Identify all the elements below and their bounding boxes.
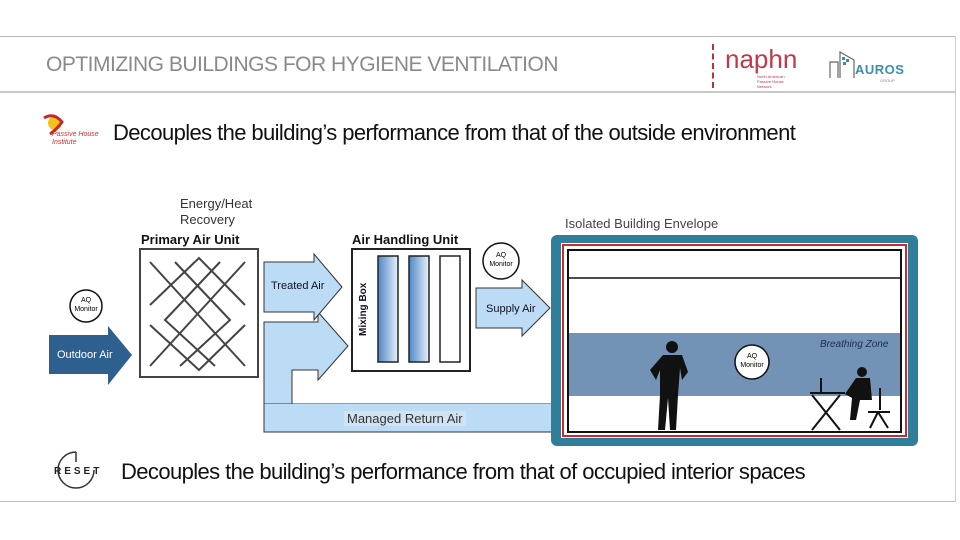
treated-air-label: Treated Air — [271, 280, 325, 292]
supply-air-arrow — [475, 278, 551, 338]
reset-logo-text: RESET — [54, 466, 103, 477]
filter-2 — [408, 255, 430, 363]
primary-air-unit-label: Primary Air Unit — [141, 232, 240, 247]
outdoor-air-arrow — [49, 326, 132, 385]
passive-house-logo-icon — [43, 114, 64, 136]
filter-3 — [439, 255, 461, 363]
return-air-path — [263, 310, 555, 405]
standing-person-icon — [650, 341, 688, 430]
top-statement: Decouples the building’s performance fro… — [113, 120, 796, 145]
slide-frame — [0, 36, 956, 502]
mixing-box-label: Mixing Box — [358, 282, 369, 336]
naphn-logo-subtitle: North American Passive House Network — [757, 74, 785, 89]
auros-logo-subtitle: GROUP — [880, 78, 895, 83]
aq-monitor-outdoor-icon — [69, 289, 103, 323]
auros-logo: AUROS — [855, 62, 905, 77]
air-handling-unit-label: Air Handling Unit — [352, 232, 459, 247]
bottom-statement: Decouples the building’s performance fro… — [121, 459, 806, 484]
managed-return-air-label: Managed Return Air — [344, 411, 466, 426]
reset-logo-icon — [57, 451, 95, 489]
aq-monitor-supply-icon — [482, 242, 520, 280]
divider — [712, 44, 714, 88]
passive-house-logo-text: Passive House Institute — [52, 131, 99, 146]
slide-title: OPTIMIZING BUILDINGS FOR HYGIENE VENTILA… — [46, 53, 559, 76]
supply-air-label: Supply Air — [486, 303, 536, 315]
outdoor-air-label: Outdoor Air — [57, 349, 113, 361]
isolated-envelope-label: Isolated Building Envelope — [565, 216, 719, 231]
breathing-zone-label: Breathing Zone — [820, 339, 889, 350]
header-divider — [0, 91, 955, 93]
filter-1 — [377, 255, 399, 363]
auros-building-icon — [829, 50, 855, 78]
naphn-logo: naphn — [725, 44, 798, 74]
aq-monitor-room-icon — [734, 344, 770, 380]
seated-person-at-desk-icon — [810, 378, 890, 431]
treated-air-arrow — [263, 252, 343, 322]
energy-recovery-label: Energy/Heat Recovery — [180, 196, 253, 227]
